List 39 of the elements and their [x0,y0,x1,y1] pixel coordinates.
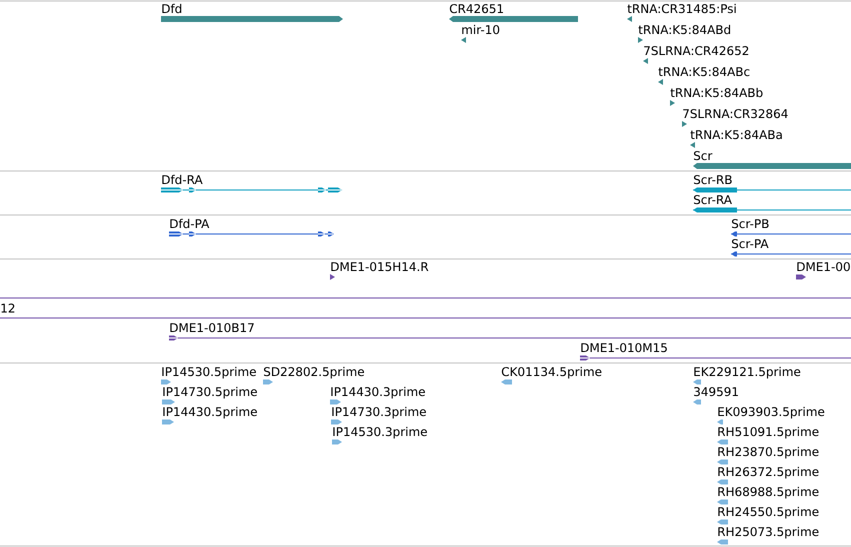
feature-label: CK01134.5prime [502,366,602,378]
feature-label: IP14730.5prime [163,386,257,398]
feature-label: IP14530.5prime [162,366,256,378]
feature-label: RH23870.5prime [718,446,818,458]
feature-label: EK093903.5prime [718,406,824,418]
feature-label: RH68988.5prime [718,486,818,498]
feature-label: Scr-RB [694,175,732,184]
feature-label: 349591 [694,387,738,396]
feature-label: RH25073.5prime [718,526,818,538]
feature-label: IP14430.5prime [163,406,257,418]
feature-label: DME1-00 [797,262,850,272]
feature-label: tRNA:CR31485:Psi [628,4,736,14]
feature-label: RH26372.5prime [718,466,818,478]
feature-label: SD22802.5prime [264,366,364,378]
feature-label: Scr-RA [694,195,732,204]
feature-label: tRNA:K5:84ABc [658,67,750,76]
feature-label: EK229121.5prime [694,366,800,378]
feature-label: Scr [694,151,712,160]
feature-label: RH51091.5prime [718,426,818,438]
feature-label: tRNA:K5:84ABa [690,130,782,140]
feature-label: CR42651 [450,4,503,14]
feature-label: Scr-PA [732,239,768,248]
feature-label: DME1-010M15 [581,343,667,352]
feature-label: IP14530.3prime [333,426,427,438]
feature-label: Dfd [162,4,182,14]
feature-label: Scr-PB [732,219,769,228]
feature-label: tRNA:K5:84ABd [638,24,730,34]
feature-label: RH24550.5prime [718,506,818,518]
feature-label: 7SLRNA:CR32864 [683,109,788,118]
feature-label: 7SLRNA:CR42652 [644,46,748,56]
feature-label: mir-10 [462,24,500,34]
feature-label: IP14430.3prime [331,386,425,398]
feature-label: tRNA:K5:84ABb [670,88,762,98]
feature-label: IP14730.3prime [332,406,426,418]
feature-label: DME1-015H14.R [331,262,428,272]
feature-label: DME1-010B17 [170,323,254,332]
feature-label: 12 [2,304,14,312]
feature-label: Dfd-RA [162,174,203,184]
feature-label: Dfd-PA [170,218,210,228]
